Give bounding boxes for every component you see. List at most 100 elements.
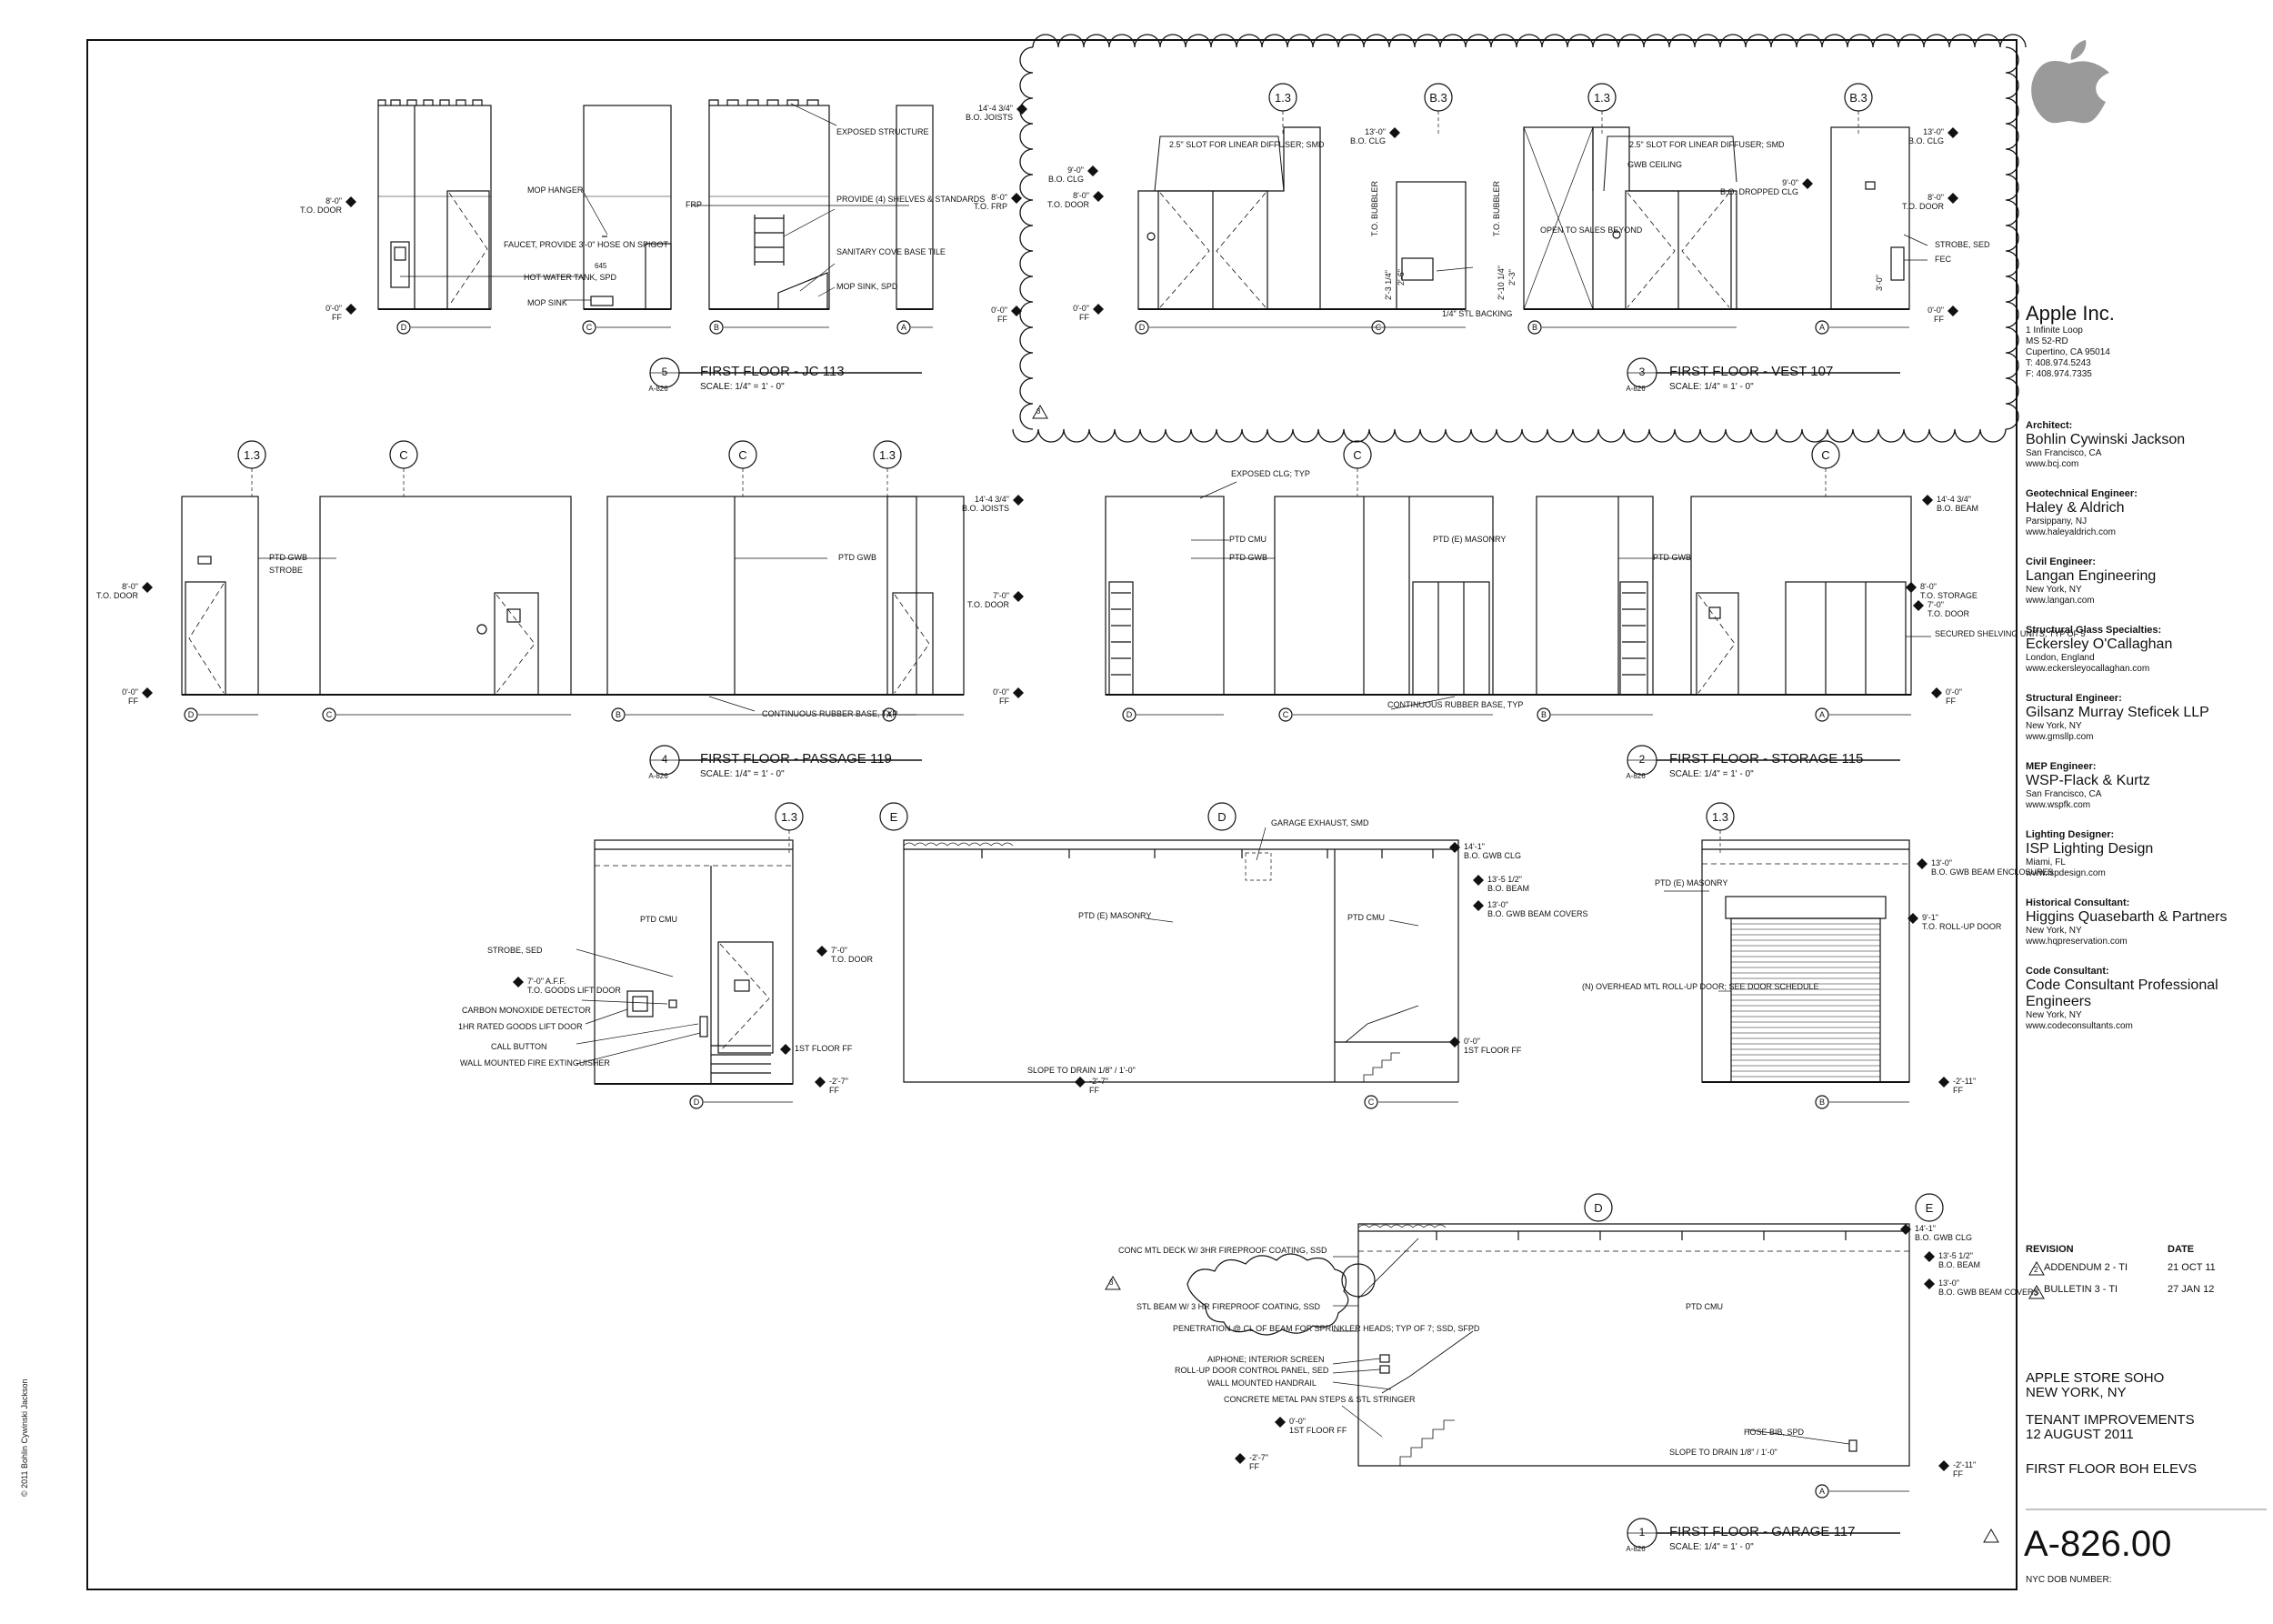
project-block: APPLE STORE SOHO NEW YORK, NY TENANT IMP…	[2026, 1371, 2197, 1477]
revision-header: REVISION	[2026, 1244, 2074, 1255]
elevation-tag: 1ST FLOOR FF	[1464, 1046, 1522, 1055]
elevation-tag: B.O. JOISTS	[961, 504, 1009, 513]
elevation-tag: 0'-0"	[325, 304, 342, 313]
elevation-tag: 9'-0"	[1782, 178, 1798, 187]
elevation-tag: 13'-0"	[1487, 900, 1508, 909]
client-line: Cupertino, CA 95014	[2026, 347, 2110, 357]
elevation-marker-icon	[1389, 127, 1400, 138]
revision-mark: 3	[2034, 1289, 2038, 1298]
note: SLOPE TO DRAIN 1/8" / 1'-0"	[1027, 1066, 1136, 1075]
revision-desc: BULLETIN 3 - TI	[2044, 1284, 2118, 1295]
elevation-tag: 8'-0"	[1920, 582, 1937, 591]
grid-label: C	[1282, 710, 1289, 719]
view-sheet: A-826	[1626, 1545, 1646, 1553]
consultant-line: New York, NY	[2026, 926, 2082, 936]
consultant-role: Structural Glass Specialties:	[2026, 625, 2162, 636]
elevation-tag: -2'-11"	[1953, 1460, 1977, 1469]
consultant-line: San Francisco, CA	[2026, 789, 2102, 799]
view-title: FIRST FLOOR - GARAGE 117	[1669, 1524, 1856, 1539]
note: SANITARY COVE BASE TILE	[836, 247, 946, 256]
elevation-tag: 0'-0"	[993, 687, 1009, 697]
elevation-marker-icon	[1011, 193, 1022, 204]
note: (N) OVERHEAD MTL ROLL-UP DOOR; SEE DOOR …	[1582, 982, 1819, 991]
phase-line: TENANT IMPROVEMENTS	[2026, 1412, 2195, 1428]
grid-label: 1.3	[878, 448, 896, 462]
view-garage117	[1187, 1193, 1944, 1499]
elevation-tag: FF	[997, 315, 1007, 324]
note: PTD GWB	[838, 553, 876, 562]
view-rollup-door-elev	[1664, 802, 1910, 1109]
elevation-tag: 14'-1"	[1464, 842, 1485, 851]
grid-label: D	[1217, 810, 1227, 824]
elevation-tag: B.O. DROPPED CLG	[1719, 187, 1798, 196]
elevation-marker-icon	[142, 687, 153, 698]
grid-label: 1.3	[780, 810, 798, 824]
elevation-tag: FF	[1249, 1462, 1259, 1471]
elevation-marker-icon	[1013, 495, 1024, 506]
elevation-tag: 0'-0"	[1289, 1417, 1306, 1426]
date-header: DATE	[2168, 1244, 2195, 1255]
note: OPEN TO SALES BEYOND	[1540, 226, 1643, 235]
elevation-tag: B.O. CLG	[1908, 136, 1944, 145]
elevation-tag: B.O. BEAM	[1938, 1260, 1981, 1269]
elevation-tag: B.O. GWB BEAM ENCLOSURES	[1931, 867, 2054, 877]
elevation-tag: 8'-0"	[1073, 191, 1089, 200]
note: PTD (E) MASONRY	[1655, 878, 1728, 887]
elevation-markers	[142, 104, 1958, 1471]
consultant-name: Langan Engineering	[2026, 568, 2157, 584]
elevation-marker-icon	[1900, 1224, 1911, 1235]
elevation-tag: 14'-4 3/4"	[975, 495, 1009, 504]
elevation-marker-icon	[1075, 1077, 1086, 1088]
elevation-marker-icon	[1922, 495, 1933, 506]
note: SECURED SHELVING UNITS, TYP OF 5	[1935, 629, 2086, 638]
elevation-tag: -2'-11"	[1953, 1077, 1977, 1086]
note: STROBE	[269, 566, 304, 575]
consultant-line: www.wspfk.com	[2026, 800, 2091, 810]
note: CONC MTL DECK W/ 3HR FIREPROOF COATING, …	[1118, 1246, 1327, 1255]
elevation-tag: 13'-0"	[1923, 127, 1944, 136]
consultant-name: Higgins Quasebarth & Partners	[2026, 909, 2228, 925]
grid-label: D	[1138, 323, 1146, 332]
elevation-tag: FF	[1079, 313, 1089, 322]
elevation-marker-icon	[1011, 306, 1022, 316]
phase-line: 12 AUGUST 2011	[2026, 1427, 2134, 1442]
elevation-tag: B.O. BEAM	[1487, 884, 1530, 893]
revision-date: 21 OCT 11	[2168, 1262, 2216, 1273]
elevation-tag: FF	[1934, 315, 1944, 324]
elevation-marker-icon	[1948, 306, 1958, 316]
elevation-marker-icon	[1449, 1037, 1460, 1048]
elevation-marker-icon	[1087, 165, 1098, 176]
client-line: MS 52-RD	[2026, 336, 2068, 346]
view-scale: SCALE: 1/4" = 1' - 0"	[700, 769, 785, 779]
note: PTD GWB	[1653, 553, 1691, 562]
consultant-entry: Historical Consultant:Higgins Quasebarth…	[2026, 897, 2267, 947]
note: T.O. BUBBLER	[1492, 180, 1501, 236]
note: 1/4" STL BACKING	[1442, 309, 1513, 318]
elevation-marker-icon	[345, 196, 356, 207]
elevation-tag: T.O. DOOR	[95, 591, 138, 600]
elevation-tag: B.O. GWB CLG	[1915, 1233, 1973, 1242]
elevation-tag: FF	[829, 1086, 839, 1095]
consultant-name: Bohlin Cywinski Jackson	[2026, 432, 2186, 447]
consultant-line: San Francisco, CA	[2026, 448, 2102, 458]
consultant-line: www.haleyaldrich.com	[2026, 527, 2116, 537]
dob-number: NYC DOB NUMBER:	[2026, 1575, 2112, 1585]
view-sheet: A-826	[648, 385, 668, 393]
view-sheet: A-826	[648, 772, 668, 780]
elevation-tag: T.O. DOOR	[1901, 202, 1944, 211]
elevation-tag: FF	[999, 697, 1009, 706]
consultant-name: ISP Lighting Design	[2026, 841, 2154, 857]
elevation-marker-icon	[1917, 858, 1928, 869]
elevation-tag: B.O. BEAM	[1937, 504, 1979, 513]
view-scale: SCALE: 1/4" = 1' - 0"	[700, 382, 785, 392]
client-line: T: 408.974.5243	[2026, 358, 2091, 368]
elevation-tag: T.O. DOOR	[831, 955, 874, 964]
note: MOP SINK, SPD	[836, 282, 898, 291]
consultant-line: www.codeconsultants.com	[2026, 1021, 2133, 1031]
note: AIPHONE; INTERIOR SCREEN	[1207, 1355, 1325, 1364]
elevation-marker-icon	[1093, 191, 1104, 202]
elevation-tag: 8'-0"	[122, 582, 138, 591]
consultant-line: London, England	[2026, 653, 2095, 663]
apple-logo-icon	[2031, 40, 2109, 124]
